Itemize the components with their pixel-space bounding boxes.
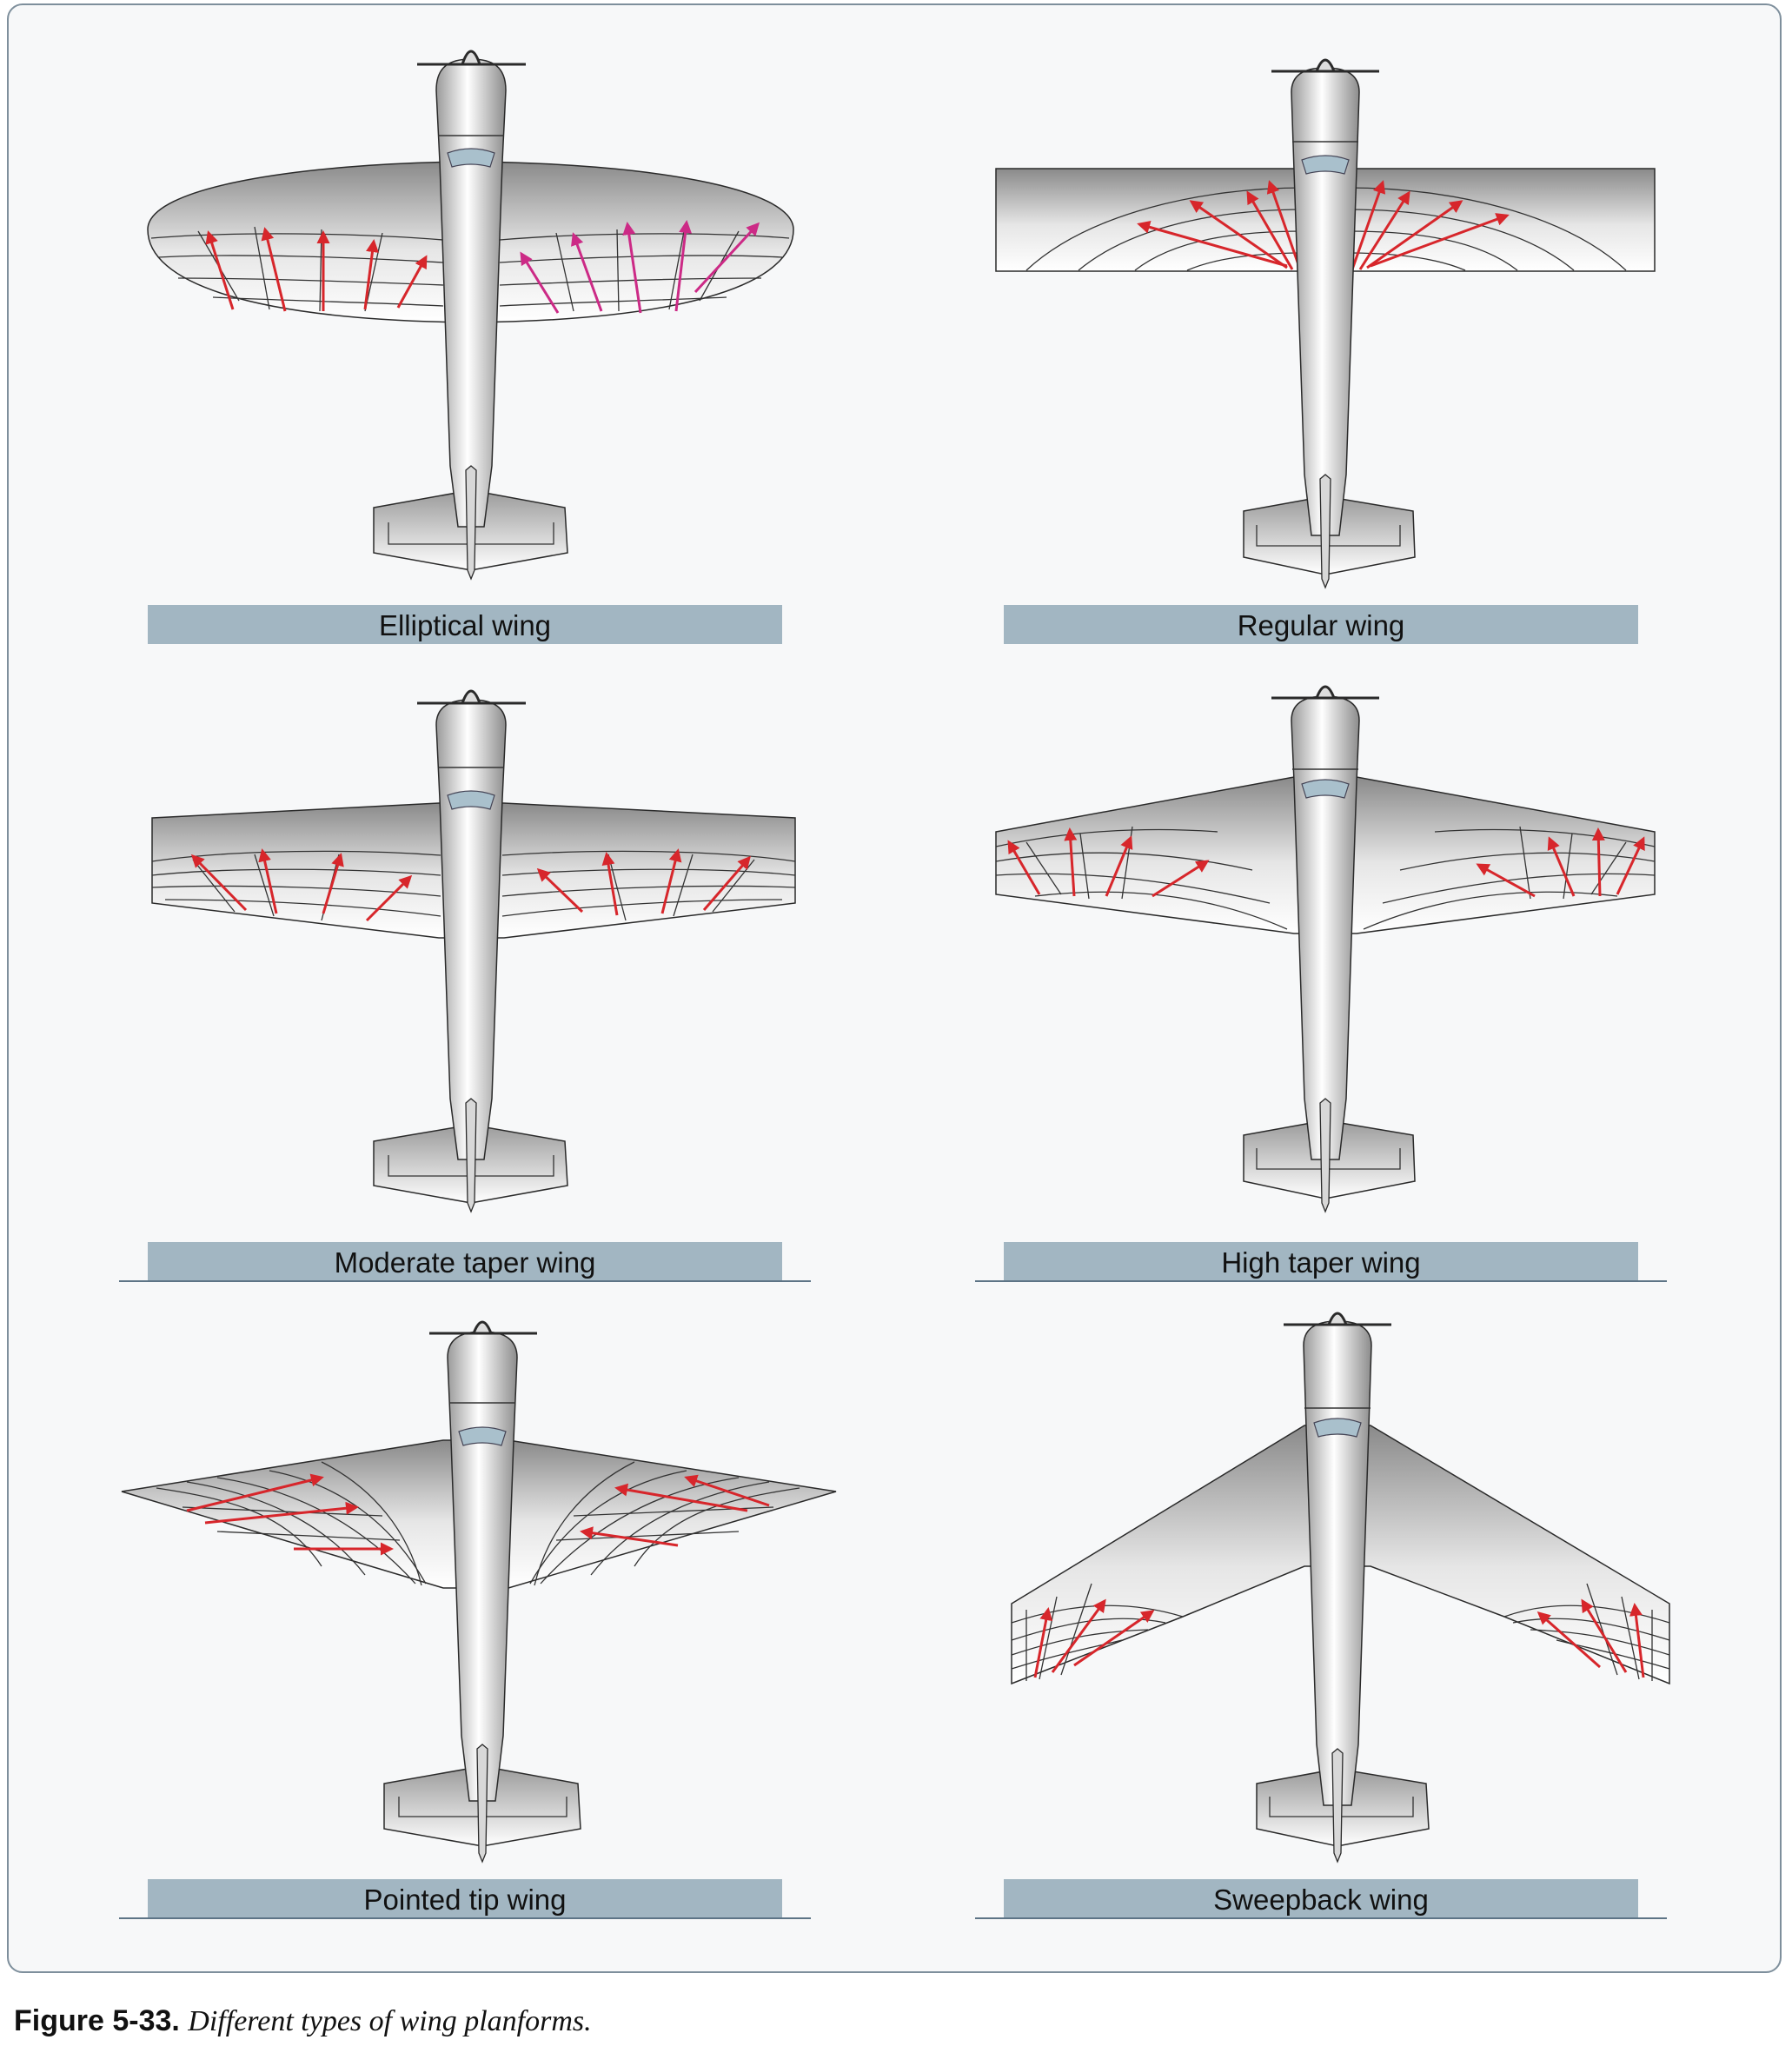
label-rule (975, 1917, 1667, 1919)
panel-label: High taper wing (1004, 1242, 1638, 1281)
propeller (1271, 58, 1379, 73)
propeller (417, 689, 526, 705)
panel-moderate-taper: Moderate taper wing (9, 642, 905, 1282)
panel-elliptical: Elliptical wing (9, 5, 905, 644)
canopy (447, 790, 495, 810)
fuselage (1271, 685, 1379, 1213)
sweepback-wing-diagram (1011, 1312, 1670, 1864)
vertical-fin (465, 1098, 477, 1213)
pointed-tip-wing-diagram (121, 1320, 837, 1864)
vertical-fin (1331, 1748, 1344, 1864)
panel-sweepback: Sweepback wing (887, 1279, 1783, 1919)
panel-high-taper: High taper wing (887, 642, 1783, 1282)
fuselage (417, 689, 526, 1213)
regular-wing-diagram (995, 58, 1656, 589)
panel-label: Moderate taper wing (148, 1242, 782, 1281)
panel-regular: Regular wing (887, 5, 1783, 644)
fuselage (1284, 1312, 1391, 1864)
elliptical-wing-diagram (147, 50, 794, 581)
fuselage (417, 50, 526, 581)
canopy (1301, 779, 1350, 799)
panel-label: Elliptical wing (148, 605, 782, 644)
panel-pointed-tip: Pointed tip wing (9, 1279, 905, 1919)
label-rule (119, 1280, 811, 1282)
propeller (429, 1320, 537, 1335)
propeller (1284, 1312, 1391, 1326)
panel-label: Regular wing (1004, 605, 1638, 644)
figure-number: Figure 5-33. (14, 2004, 180, 2037)
panel-label: Sweepback wing (1004, 1879, 1638, 1918)
canopy (447, 148, 495, 168)
figure-caption: Figure 5-33. Different types of wing pla… (14, 2004, 592, 2038)
propeller (417, 50, 526, 66)
panel-label: Pointed tip wing (148, 1879, 782, 1918)
fuselage (1271, 58, 1379, 589)
vertical-fin (476, 1744, 488, 1864)
canopy (1301, 155, 1350, 175)
high-taper-wing-diagram (995, 685, 1656, 1213)
canopy (458, 1426, 507, 1446)
label-rule (119, 1917, 811, 1919)
canopy (1313, 1418, 1362, 1438)
figure-frame: Elliptical wing (7, 3, 1782, 1973)
propeller (1271, 685, 1379, 700)
vertical-fin (465, 465, 477, 581)
figure-caption-text: Different types of wing planforms. (188, 2005, 592, 2037)
vertical-fin (1319, 1098, 1331, 1213)
moderate-taper-wing-diagram (151, 689, 796, 1213)
fuselage (429, 1320, 537, 1864)
vertical-fin (1319, 474, 1331, 589)
label-rule (975, 1280, 1667, 1282)
